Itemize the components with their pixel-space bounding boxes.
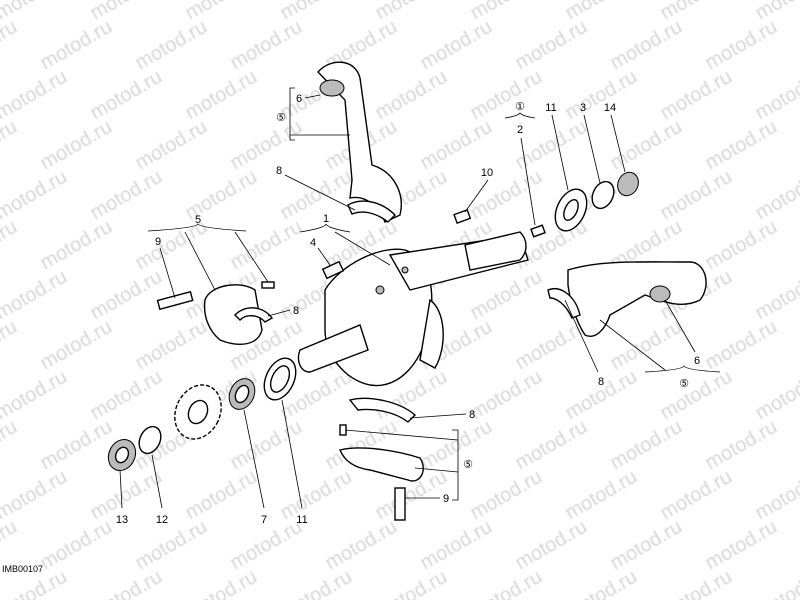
label-conrod-right-group: ⑤ — [679, 378, 689, 390]
label-crank-plug: 4 — [310, 237, 316, 249]
label-conrod-right-shell: 8 — [598, 376, 604, 388]
crankshaft-part — [297, 231, 529, 387]
label-key: 10 — [481, 167, 493, 179]
bolt-bottom-part — [394, 487, 406, 521]
shim-right-hole — [563, 199, 579, 221]
label-cap-group-bottom: ⑤ — [463, 459, 473, 471]
gear-hole — [187, 399, 209, 425]
label-conrod-left-group: 5 — [195, 214, 201, 226]
conrod-right — [547, 261, 707, 337]
label-cap-shell-bottom: 8 — [469, 409, 475, 421]
label-lock-washer: 12 — [156, 514, 168, 526]
seal-right-part — [617, 171, 639, 197]
drawing-code: IMB00107 — [2, 564, 44, 574]
leader-lines — [119, 87, 721, 509]
label-conrod-top-group: ⑤ — [276, 112, 286, 124]
lock-washer-part — [138, 425, 162, 455]
label-shim-right: 11 — [545, 102, 556, 114]
spacer-hole — [234, 384, 250, 404]
label-shell-left: 8 — [293, 305, 299, 317]
label-spacer: 7 — [261, 514, 267, 526]
dowel-left-part — [261, 281, 275, 289]
label-washer-right: 3 — [580, 102, 586, 114]
label-conrod-top-shell: 8 — [276, 165, 282, 177]
plug-part — [321, 260, 345, 280]
washer-right-part — [591, 180, 615, 210]
key-part — [453, 208, 472, 224]
label-pin-group: ① — [515, 101, 525, 113]
label-conrod-right-bushing: 6 — [694, 355, 700, 367]
conrod-top — [317, 61, 402, 223]
conrod-bottom-cap — [339, 397, 424, 521]
label-crankshaft: 1 — [323, 213, 329, 225]
label-bolt-left: 9 — [155, 236, 161, 248]
nut-hole — [114, 446, 130, 464]
label-seal-right: 14 — [604, 102, 616, 114]
conrod-left-cap — [156, 281, 275, 346]
pin-part — [530, 224, 546, 238]
label-nut: 13 — [116, 514, 128, 526]
label-conrod-top-bushing: 6 — [296, 93, 302, 105]
bolt-left-part — [156, 290, 194, 311]
shim-left-hole — [269, 365, 291, 393]
label-bolt-bottom: 9 — [443, 493, 449, 505]
label-pin: 2 — [517, 124, 523, 136]
label-shim-left: 11 — [296, 514, 307, 526]
